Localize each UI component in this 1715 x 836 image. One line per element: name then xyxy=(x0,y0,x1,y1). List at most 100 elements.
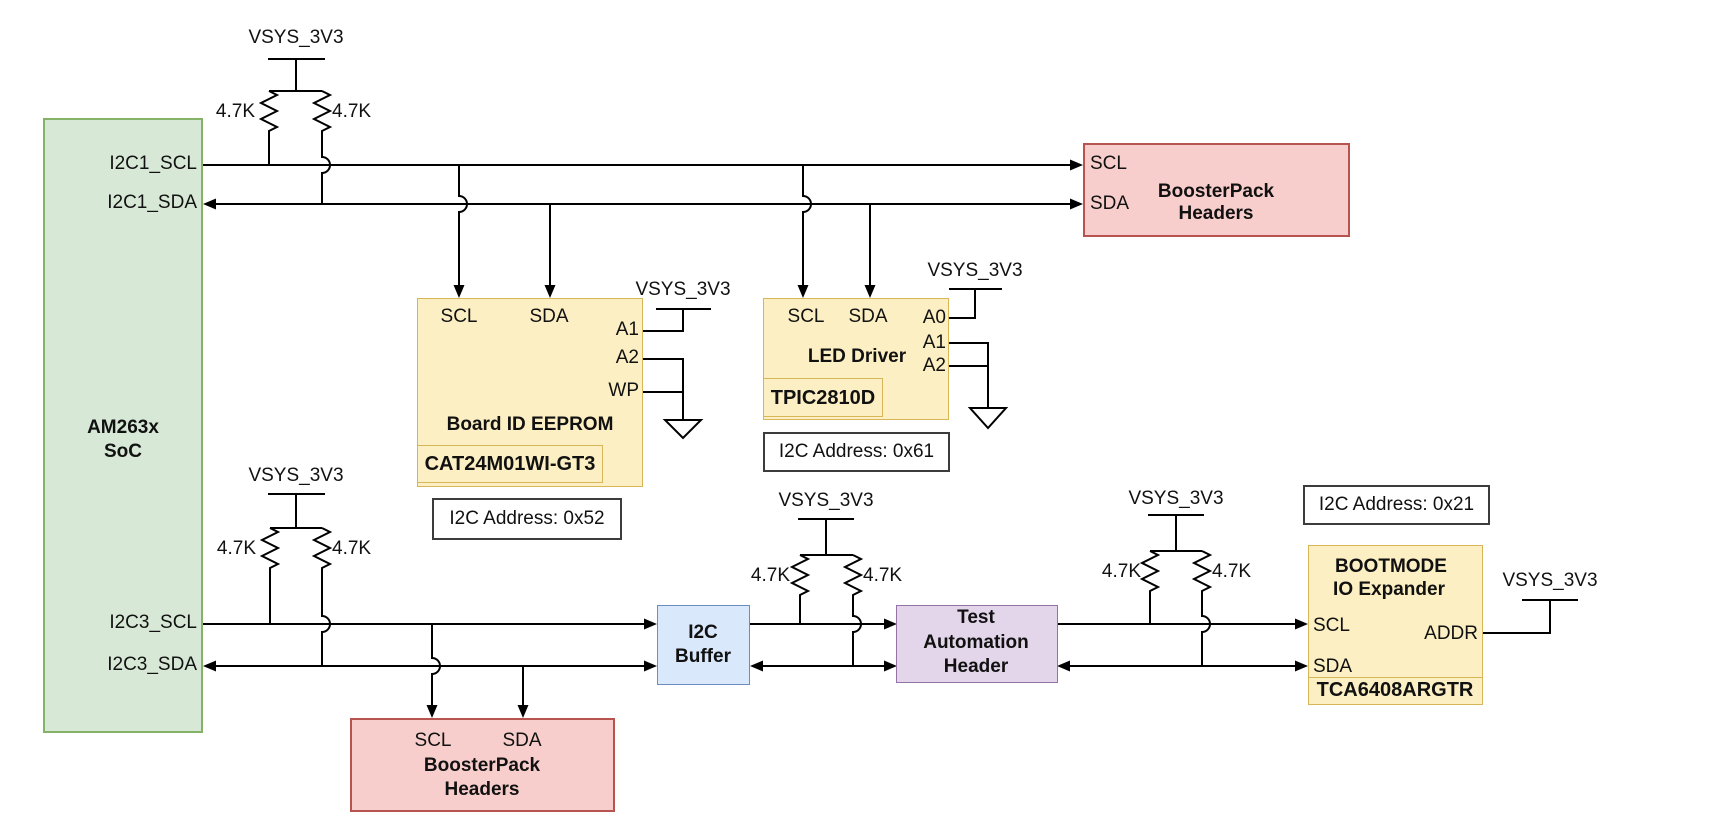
bootmode-i2c-address: I2C Address: 0x21 xyxy=(1318,494,1475,515)
soc-pin-i2c1-scl: I2C1_SCL xyxy=(109,153,197,174)
boosterpack-top-block xyxy=(1083,143,1350,237)
arrow-scl-into-tah xyxy=(884,618,897,630)
soc-pin-i2c1-sda: I2C1_SDA xyxy=(107,192,197,213)
bootmode-part-box xyxy=(1308,677,1483,705)
power-label-i2c3: VSYS_3V3 xyxy=(248,465,344,486)
eeprom-i2c-address-box: I2C Address: 0x52 xyxy=(432,498,622,540)
eeprom-pin-wp: WP xyxy=(608,380,639,401)
arrow-eeprom-sda xyxy=(544,285,556,298)
soc-block xyxy=(43,118,203,733)
bootmode-pin-sda: SDA xyxy=(1313,656,1353,677)
wire-bootmode-addr xyxy=(1483,600,1551,634)
pullup-label-right-sda: 4.7K xyxy=(1212,561,1252,582)
boosterpack-bottom-block xyxy=(350,718,615,812)
tah-title-line3: Header xyxy=(943,656,1009,677)
pullup-label-i2c3-scl: 4.7K xyxy=(216,538,256,559)
led-part-number: TPIC2810D xyxy=(770,387,876,409)
led-i2c-address-box: I2C Address: 0x61 xyxy=(763,432,950,472)
led-pin-a0: A0 xyxy=(922,307,946,328)
eeprom-pin-scl: SCL xyxy=(440,306,478,327)
i2c-buffer-title-line2: Buffer xyxy=(675,646,731,667)
bp-bottom-pin-scl: SCL xyxy=(414,730,452,751)
arrow-sda3-into-soc xyxy=(203,660,216,672)
pullup-label-right-scl: 4.7K xyxy=(1101,561,1141,582)
eeprom-pin-sda: SDA xyxy=(529,306,569,327)
eeprom-pin-a1: A1 xyxy=(615,319,639,340)
arrow-scl1-into-bp xyxy=(1070,159,1083,171)
pullup-label-mid-sda: 4.7K xyxy=(863,565,903,586)
soc-pin-i2c3-sda: I2C3_SDA xyxy=(107,654,197,675)
eeprom-title: Board ID EEPROM xyxy=(446,414,614,435)
resistor-i2c3-sda xyxy=(311,527,333,666)
wire-led-a1 xyxy=(949,342,989,408)
test-automation-header-block xyxy=(896,605,1058,683)
wire-eeprom-a2 xyxy=(643,358,684,420)
tah-title-line2: Automation xyxy=(923,632,1029,653)
bp-top-title-line2: Headers xyxy=(1178,203,1254,224)
tah-title-line1: Test xyxy=(957,607,995,628)
arrow-bp-sda xyxy=(517,705,529,718)
resistor-right-sda xyxy=(1191,550,1213,666)
soc-title-line1: AM263x xyxy=(87,417,159,438)
i2c-buffer-block xyxy=(657,605,750,685)
eeprom-i2c-address: I2C Address: 0x52 xyxy=(449,508,605,529)
power-label-addr: VSYS_3V3 xyxy=(1502,570,1598,591)
resistor-i2c1-scl xyxy=(258,90,280,165)
arrow-sda3-into-buffer xyxy=(644,660,657,672)
soc-title-line2: SoC xyxy=(104,441,142,462)
wire-bp-scl-drop xyxy=(431,624,441,705)
led-pin-sda: SDA xyxy=(848,306,888,327)
bootmode-i2c-address-box: I2C Address: 0x21 xyxy=(1303,485,1490,525)
pullup-label-mid-scl: 4.7K xyxy=(750,565,790,586)
led-i2c-address: I2C Address: 0x61 xyxy=(778,441,935,462)
led-title: LED Driver xyxy=(807,346,907,367)
resistor-i2c1-sda xyxy=(311,90,333,204)
arrow-led-scl xyxy=(797,285,809,298)
bp-bottom-pin-sda: SDA xyxy=(502,730,542,751)
bootmode-title-line1: BOOTMODE xyxy=(1335,556,1447,577)
pullup-label-i2c1-sda: 4.7K xyxy=(332,101,372,122)
resistor-i2c3-scl xyxy=(259,527,281,624)
resistor-right-scl xyxy=(1139,550,1161,624)
resistor-mid-sda xyxy=(842,554,864,666)
wire-eeprom-a1 xyxy=(643,309,684,332)
soc-pin-i2c3-scl: I2C3_SCL xyxy=(109,612,197,633)
led-driver-part-box xyxy=(763,378,883,417)
power-label-top: VSYS_3V3 xyxy=(248,27,344,48)
eeprom-pin-a2: A2 xyxy=(615,347,639,368)
bp-bottom-title-line2: Headers xyxy=(444,779,520,800)
pullup-label-i2c3-sda: 4.7K xyxy=(332,538,372,559)
power-label-right: VSYS_3V3 xyxy=(1128,488,1224,509)
led-pin-scl: SCL xyxy=(787,306,825,327)
arrow-sda1-into-bp xyxy=(1070,198,1083,210)
eeprom-part-number: CAT24M01WI-GT3 xyxy=(424,453,596,475)
bootmode-title-line2: IO Expander xyxy=(1333,579,1445,600)
wire-led-scl-drop xyxy=(802,165,812,285)
led-pin-a2: A2 xyxy=(922,355,946,376)
bootmode-pin-scl: SCL xyxy=(1313,615,1350,636)
eeprom-part-box xyxy=(417,445,603,483)
bootmode-pin-addr: ADDR xyxy=(1424,623,1478,644)
bp-top-title-line1: BoosterPack xyxy=(1157,181,1275,202)
bp-bottom-title-line1: BoosterPack xyxy=(423,755,541,776)
power-label-led: VSYS_3V3 xyxy=(927,260,1023,281)
resistor-mid-scl xyxy=(789,554,811,624)
led-pin-a1: A1 xyxy=(922,332,946,353)
power-label-eeprom: VSYS_3V3 xyxy=(635,279,731,300)
arrow-sda-into-buffer-right xyxy=(750,660,763,672)
ground-symbol-led xyxy=(967,407,1009,430)
bp-top-pin-sda: SDA xyxy=(1090,193,1130,214)
wire-eeprom-scl-drop xyxy=(458,165,468,285)
arrow-sda-into-bootmode xyxy=(1295,660,1308,672)
arrow-sda1-into-soc xyxy=(203,198,216,210)
arrow-sda-into-tah-right xyxy=(1057,660,1070,672)
ground-symbol-eeprom xyxy=(662,419,704,440)
arrow-eeprom-scl xyxy=(453,285,465,298)
arrow-scl-into-bootmode xyxy=(1295,618,1308,630)
arrow-led-sda xyxy=(864,285,876,298)
arrow-sda-into-tah xyxy=(884,660,897,672)
pullup-label-i2c1-scl: 4.7K xyxy=(215,101,255,122)
i2c-buffer-title-line1: I2C xyxy=(688,622,718,643)
